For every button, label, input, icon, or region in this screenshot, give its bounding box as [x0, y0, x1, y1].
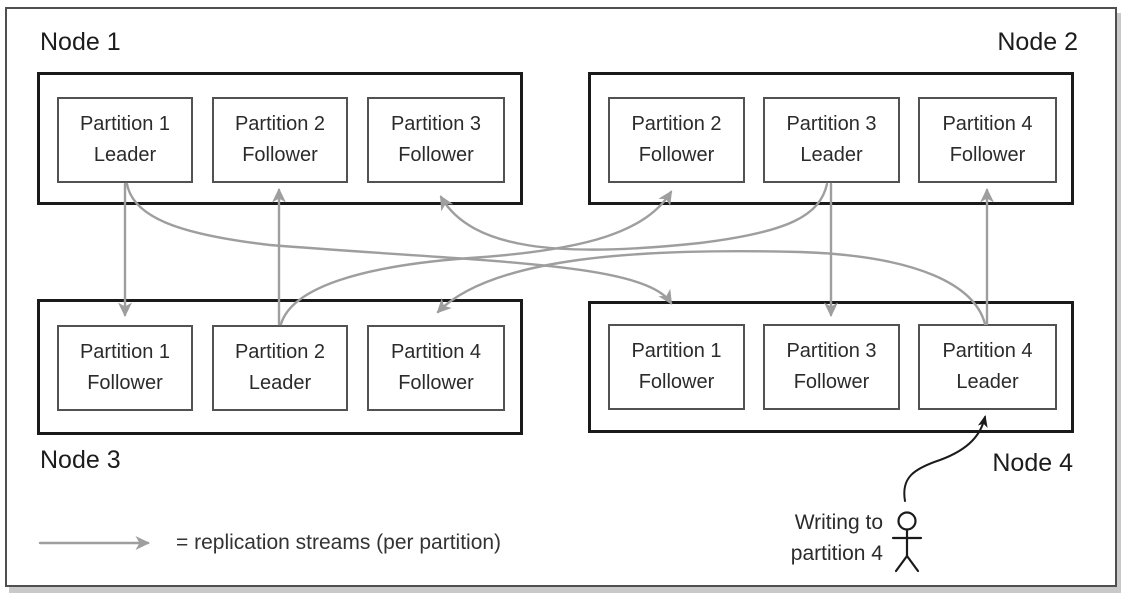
write-annotation: Writing to partition 4: [791, 507, 883, 569]
partition-role: Follower: [87, 372, 163, 394]
legend-label: = replication streams (per partition): [176, 531, 502, 554]
partition-role: Follower: [638, 144, 715, 166]
node-2-partition-3-leader: Partition 3 Leader: [763, 97, 900, 183]
partition-role: Follower: [242, 144, 318, 166]
node-4-partition-1-follower: Partition 1 Follower: [608, 324, 745, 410]
partition-name: Partition 1: [79, 341, 171, 363]
node-3-partition-2-leader: Partition 2 Leader: [212, 325, 348, 411]
node-4-partition-4-leader: Partition 4 Leader: [918, 324, 1057, 410]
partition-name: Partition 2: [234, 113, 326, 135]
partition-name: Partition 2: [234, 341, 326, 363]
partition-name: Partition 3: [786, 113, 877, 135]
partition-role: Leader: [248, 372, 312, 394]
node-1-partition-2-follower: Partition 2 Follower: [212, 97, 348, 183]
partition-name: Partition 4: [942, 340, 1033, 362]
partition-name: Partition 4: [390, 341, 482, 363]
partition-role: Leader: [956, 371, 1019, 393]
partition-role: Follower: [398, 144, 474, 166]
partition-name: Partition 2: [631, 113, 722, 135]
partition-role: Follower: [638, 371, 715, 393]
node-2-label: Node 2: [997, 28, 1078, 56]
node-1-partition-3-follower: Partition 3 Follower: [367, 97, 505, 183]
partition-role: Follower: [793, 371, 870, 393]
node-1-label: Node 1: [40, 28, 121, 56]
partition-name: Partition 4: [942, 113, 1033, 135]
partition-role: Follower: [398, 372, 474, 394]
node-1-partition-1-leader: Partition 1 Leader: [57, 97, 193, 183]
node-3-label: Node 3: [40, 446, 121, 474]
node-3-partition-4-follower: Partition 4 Follower: [367, 325, 505, 411]
partition-name: Partition 1: [79, 113, 171, 135]
partition-role: Leader: [93, 144, 157, 166]
node-2-partition-4-follower: Partition 4 Follower: [918, 97, 1057, 183]
partition-role: Leader: [800, 144, 863, 166]
node-4-partition-3-follower: Partition 3 Follower: [763, 324, 900, 410]
write-annotation-line1: Writing to: [794, 511, 883, 534]
partition-name: Partition 3: [786, 340, 877, 362]
write-annotation-line2: partition 4: [790, 542, 883, 565]
node-2-partition-2-follower: Partition 2 Follower: [608, 97, 745, 183]
partition-name: Partition 1: [631, 340, 722, 362]
partition-role: Follower: [949, 144, 1026, 166]
node-3-partition-1-follower: Partition 1 Follower: [57, 325, 193, 411]
node-4-label: Node 4: [992, 449, 1073, 477]
partition-name: Partition 3: [390, 113, 482, 135]
